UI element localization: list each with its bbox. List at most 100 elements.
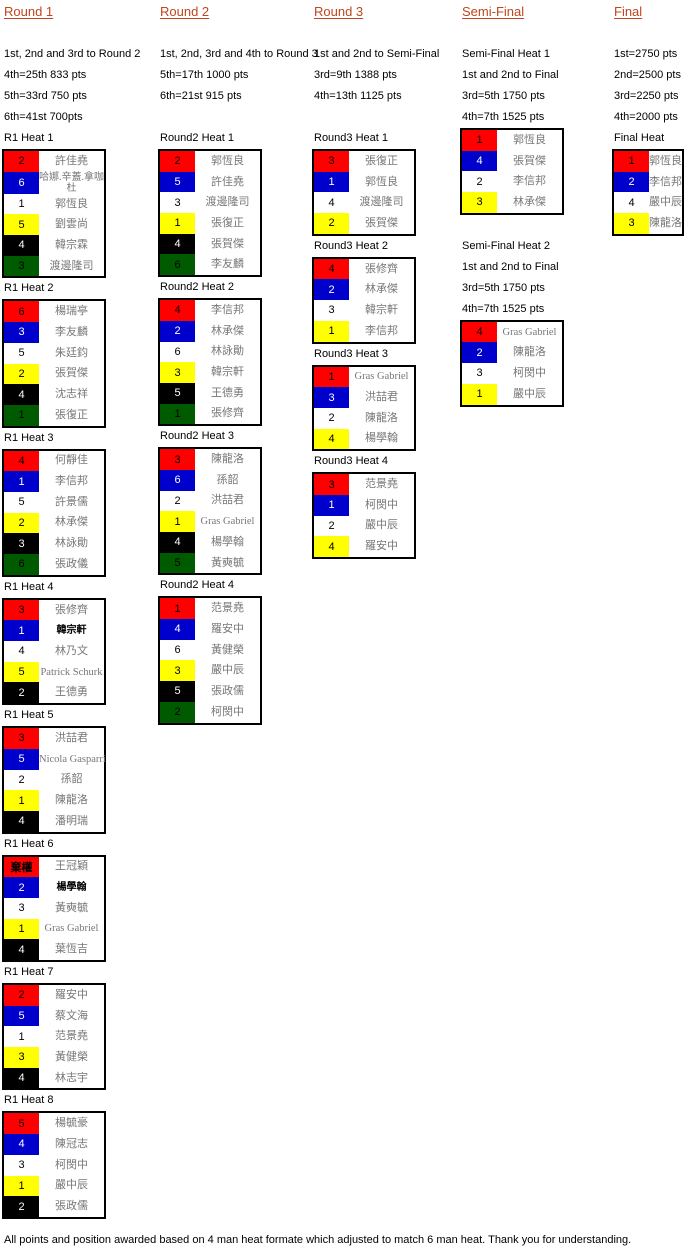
points-note: 1st, 2nd and 3rd to Round 2 xyxy=(4,48,141,60)
points-note: 6th=41st 700pts xyxy=(4,111,83,123)
rider-name: 洪喆君 xyxy=(39,727,105,749)
finish-position: 6 xyxy=(3,300,39,323)
rider-name: 林承傑 xyxy=(195,320,261,342)
finish-position: 2 xyxy=(3,1196,39,1218)
rider-name: 洪喆君 xyxy=(195,490,261,512)
rider-name: 許景儒 xyxy=(39,491,105,513)
rider-name: 渡邊隆司 xyxy=(195,192,261,214)
rider-name: 楊學翰 xyxy=(349,428,415,451)
finish-position: 2 xyxy=(159,150,195,172)
rider-name: 范景堯 xyxy=(195,597,261,620)
rider-name: 楊學翰 xyxy=(39,877,105,898)
finish-position: 4 xyxy=(313,428,349,451)
finish-position: 4 xyxy=(461,150,497,172)
heat-label: Round2 Heat 4 xyxy=(160,579,234,592)
finish-position: 2 xyxy=(3,769,39,791)
finish-position: 4 xyxy=(159,532,195,553)
finish-position: 5 xyxy=(3,661,39,683)
rider-name: 韓宗霖 xyxy=(39,235,105,256)
rider-name: 嚴中辰 xyxy=(39,1175,105,1197)
rider-name: 郭恆良 xyxy=(349,171,415,193)
finish-position: 1 xyxy=(159,213,195,234)
rider-name: 張復正 xyxy=(195,213,261,234)
finish-position: 1 xyxy=(313,171,349,193)
rider-name: 陳冠志 xyxy=(39,1134,105,1155)
rider-name: 柯閔中 xyxy=(349,494,415,516)
points-note: 5th=17th 1000 pts xyxy=(160,69,249,81)
points-note: 5th=33rd 750 pts xyxy=(4,90,87,102)
finish-position: 3 xyxy=(461,363,497,384)
finish-position: 1 xyxy=(3,404,39,427)
round-title: Round 3 xyxy=(314,4,364,19)
finish-position: 4 xyxy=(159,299,195,321)
finish-position: 3 xyxy=(3,1047,39,1068)
finish-position: 1 xyxy=(159,597,195,620)
heat-label: R1 Heat 7 xyxy=(4,966,54,978)
rider-name: 楊學翰 xyxy=(195,532,261,553)
finish-position: 3 xyxy=(461,192,497,214)
rider-name: 韓宗軒 xyxy=(349,300,415,321)
rider-name: 楊毓豪 xyxy=(39,1112,105,1135)
finish-position: 1 xyxy=(3,471,39,492)
finish-position: 5 xyxy=(159,552,195,575)
rider-name: 劉雲尚 xyxy=(39,214,105,236)
rider-name: 張政儀 xyxy=(39,554,105,576)
rider-name: 洪喆君 xyxy=(349,387,415,408)
rider-name: 郭恆良 xyxy=(497,129,563,151)
finish-position: 6 xyxy=(159,469,195,491)
finish-position: 3 xyxy=(613,213,649,235)
finish-position: 6 xyxy=(159,639,195,661)
rider-name: 王德勇 xyxy=(39,682,105,705)
points-note: 4th=2000 pts xyxy=(614,111,678,123)
finish-position: 3 xyxy=(159,362,195,383)
finish-position: 1 xyxy=(461,129,497,151)
points-note: 2nd=2500 pts xyxy=(614,69,681,81)
round-title: Semi-Final xyxy=(462,4,525,19)
rider-name: 孫韶 xyxy=(195,469,261,491)
points-note: 4th=13th 1125 pts xyxy=(314,90,402,102)
finish-position: 5 xyxy=(3,491,39,513)
finish-position: 3 xyxy=(313,387,349,408)
heat-label: R1 Heat 4 xyxy=(4,580,54,593)
finish-position: 5 xyxy=(159,382,195,404)
rider-name: 王冠穎 xyxy=(39,855,105,878)
finish-position: 3 xyxy=(3,897,39,919)
rider-name: 哈娜.辛蓋.拿咖杜 xyxy=(39,171,105,194)
